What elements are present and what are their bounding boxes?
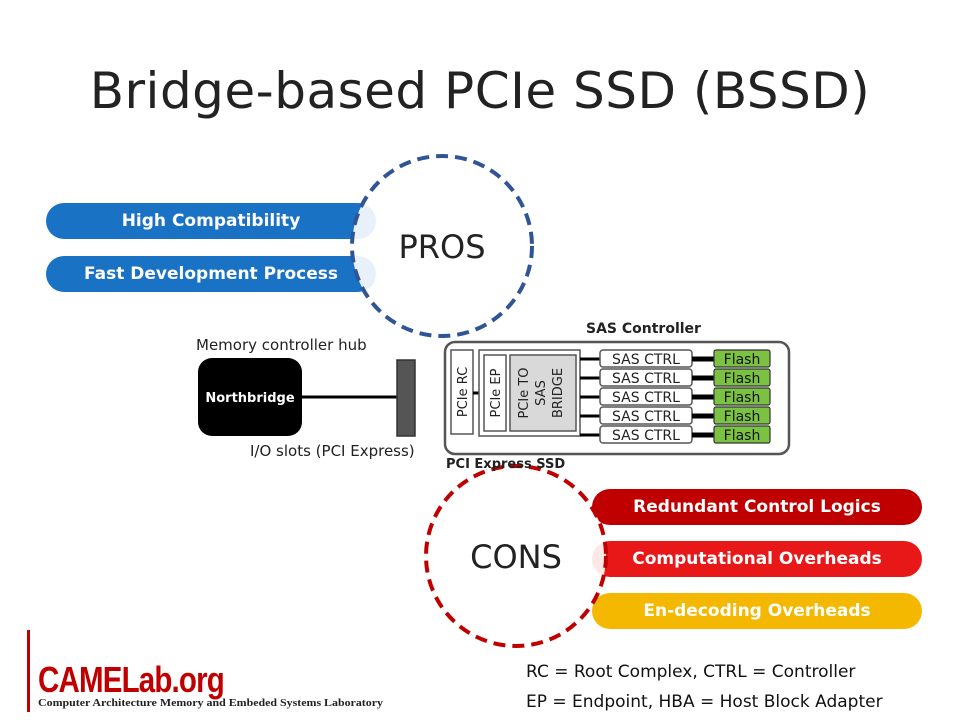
legend-line-2: EP = Endpoint, HBA = Host Block Adapter <box>526 692 883 712</box>
flash-box <box>713 349 771 368</box>
mch-label: Memory controller hub <box>196 336 367 354</box>
pros-item-high-compatibility: High Compatibility <box>46 203 376 239</box>
cons-label: CONS <box>470 538 562 576</box>
cons-item-redundant-control: Redundant Control Logics <box>592 489 922 525</box>
pcie-ep-box <box>483 354 507 432</box>
sas-ctrl-label: SAS CTRL <box>612 428 680 444</box>
cons-circle <box>424 464 608 648</box>
legend-line-1: RC = Root Complex, CTRL = Controller <box>526 662 855 682</box>
pcie-rc-label: PCIe RC <box>456 367 471 417</box>
pros-circle <box>350 154 534 338</box>
flash-label: Flash <box>724 409 761 425</box>
bridge-line-2: SAS <box>534 380 549 406</box>
flash-box <box>713 368 771 387</box>
pros-item-fast-development: Fast Development Process <box>46 256 376 292</box>
flash-label: Flash <box>724 390 761 406</box>
bridge-line-3: BRIDGE <box>551 368 566 418</box>
cons-item-computational-overheads: Computational Overheads <box>592 541 922 577</box>
logo-brand: CAMELab.org <box>38 659 224 700</box>
io-slots-label: I/O slots (PCI Express) <box>250 442 415 460</box>
sas-ctrl-rows: SAS CTRL SAS CTRL SAS CTRL SAS CTRL SAS … <box>580 349 714 444</box>
sas-ctrl-label: SAS CTRL <box>612 409 680 425</box>
logo-subtitle: Computer Architecture Memory and Embeded… <box>38 698 383 709</box>
bridge-box <box>509 354 577 432</box>
northbridge-box <box>198 358 302 436</box>
flash-label: Flash <box>724 352 761 368</box>
sas-controller-label: SAS Controller <box>586 321 701 337</box>
slide-title: Bridge-based PCIe SSD (BSSD) <box>89 62 871 120</box>
sas-ctrl-label: SAS CTRL <box>612 390 680 406</box>
flash-box <box>713 406 771 425</box>
pcie-ep-label: PCIe EP <box>489 368 504 417</box>
sas-ctrl-label: SAS CTRL <box>612 371 680 387</box>
pros-label: PROS <box>398 228 485 266</box>
bridge-line-1: PCIe TO <box>517 367 532 418</box>
logo-bar <box>27 630 30 712</box>
flash-label: Flash <box>724 371 761 387</box>
io-slot <box>396 359 416 437</box>
flash-box <box>713 387 771 406</box>
flash-box <box>713 425 771 444</box>
northbridge-label: Northbridge <box>205 391 294 406</box>
flash-label: Flash <box>724 428 761 444</box>
pcie-ssd-label: PCI Express SSD <box>446 457 565 472</box>
flash-column: Flash Flash Flash Flash Flash <box>713 349 771 444</box>
sas-ctrl-label: SAS CTRL <box>612 352 680 368</box>
cons-item-endecoding-overheads: En-decoding Overheads <box>592 593 922 629</box>
